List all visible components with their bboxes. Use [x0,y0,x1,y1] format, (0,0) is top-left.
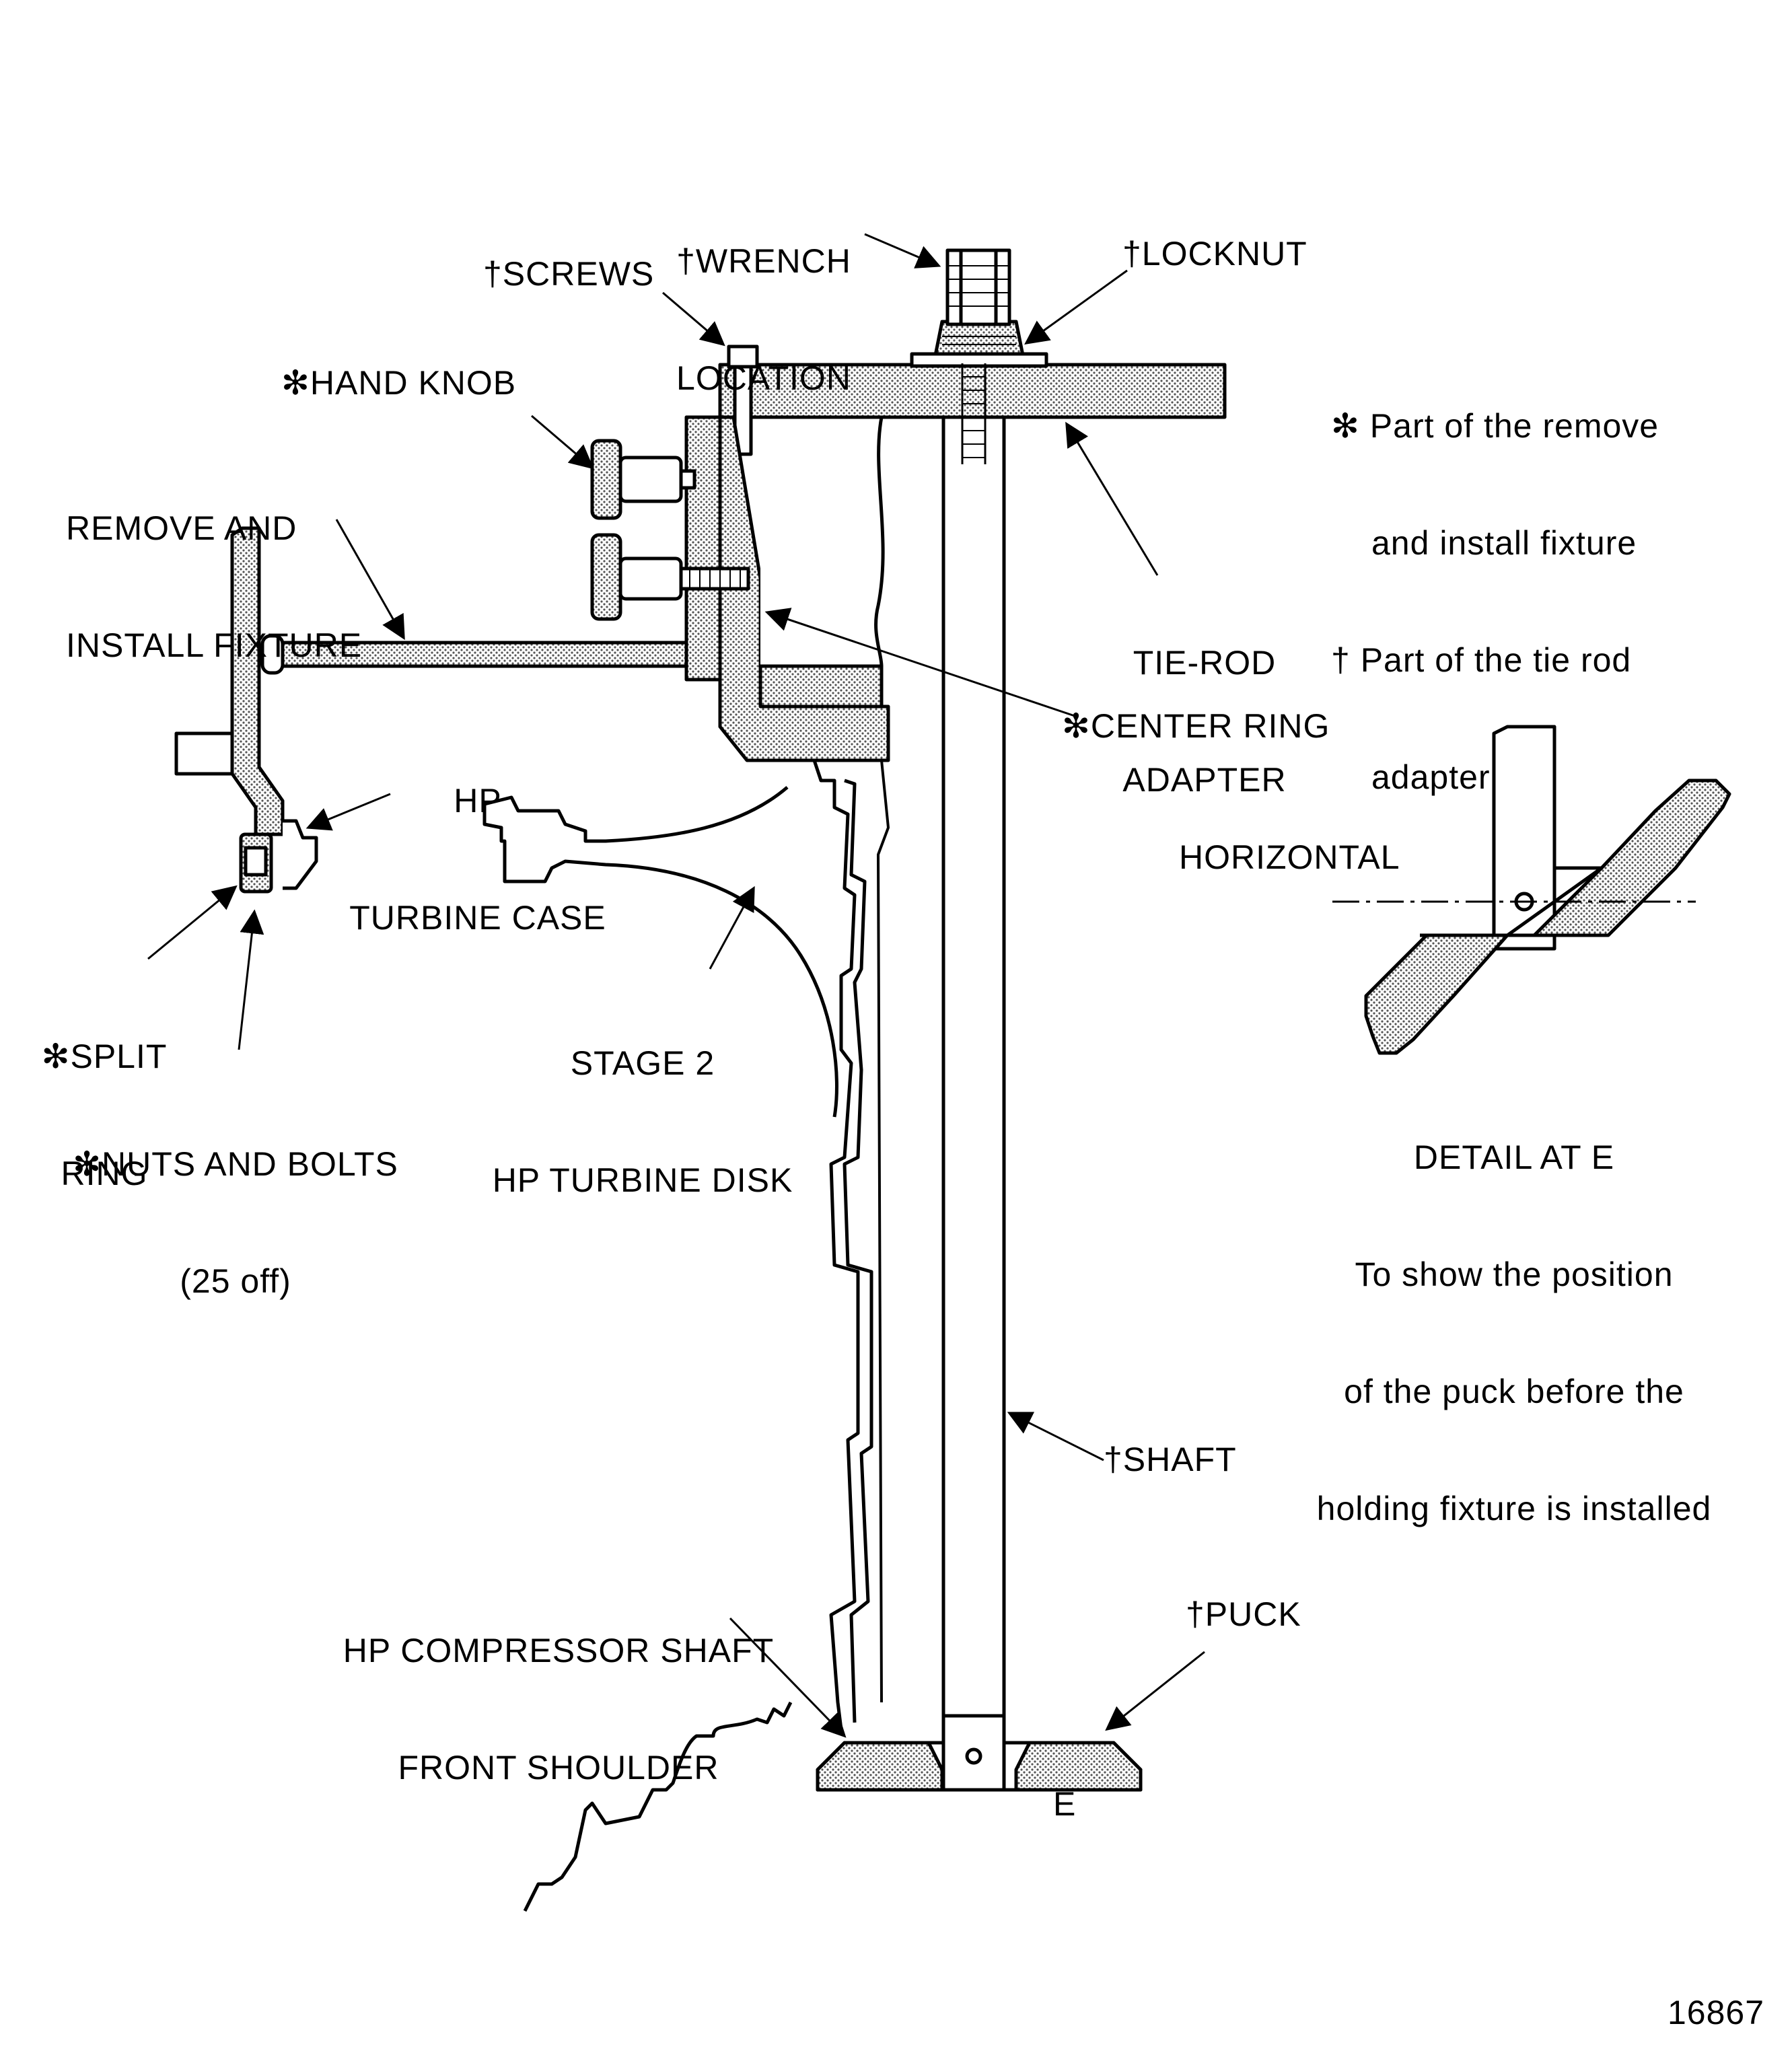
hp-turbine-case-label: HP TURBINE CASE [336,703,619,976]
tie-rod-adapter-label-line2: ADAPTER [1122,761,1287,799]
detail-caption-line1: To show the position [1355,1256,1674,1293]
center-ring [684,415,890,762]
legend-line3: † Part of the tie rod [1331,641,1632,679]
hp-compressor-shoulder-label-line2: FRONT SHOULDER [398,1749,719,1786]
detail-title: DETAIL AT E [1413,1138,1615,1176]
split-ring-label: ✻SPLIT RING [20,959,188,1232]
detail-caption-line2: of the puck before the [1344,1373,1684,1410]
wrench-location-label: †WRENCH LOCATION [663,164,865,437]
e-marker: E [1053,1785,1077,1823]
locknut [910,320,1048,368]
remove-install-fixture-label-line1: REMOVE AND [66,509,297,547]
nuts-and-bolts-label-line1: ✻NUTS AND BOLTS [73,1145,398,1183]
shaft [941,363,1006,1772]
legend-line1: ✻ Part of the remove [1331,407,1659,445]
detail-at-e-drawing [1332,725,1731,1055]
remove-install-fixture-label: REMOVE AND INSTALL FIXTURE [66,431,362,704]
stage2-disk-label-line1: STAGE 2 [570,1044,715,1082]
tie-rod-adapter-label-line1: TIE-ROD [1133,644,1277,682]
wrench-location-label-line1: †WRENCH [676,242,851,280]
shaft-label: †SHAFT [1104,1441,1237,1478]
hand-knob-label: ✻HAND KNOB [281,364,517,402]
remove-install-fixture [174,526,688,836]
split-ring-nuts-bolts [239,832,273,894]
legend-line2: and install fixture [1371,524,1637,562]
remove-install-fixture-label-line2: INSTALL FIXTURE [66,626,363,664]
hp-compressor-shoulder-label-line1: HP COMPRESSOR SHAFT [343,1632,775,1669]
puck-label: †PUCK [1186,1595,1301,1633]
wrench-location [945,248,1011,326]
split-ring-label-line1: ✻SPLIT [41,1038,168,1075]
center-ring-label: ✻CENTER RING [1062,707,1330,745]
locknut-label: †LOCKNUT [1122,235,1307,273]
stage2-disk-label: STAGE 2 HP TURBINE DISK [471,966,814,1239]
hand-knob [590,439,750,621]
puck [816,1714,1143,1792]
detail-caption: DETAIL AT E To show the position of the … [1258,1060,1770,1567]
leader-lines [147,233,1205,1738]
wrench-location-label-line2: LOCATION [676,359,851,397]
screws-label: †SCREWS [483,255,655,293]
nuts-and-bolts-label: ✻NUTS AND BOLTS (25 off) [40,1066,431,1340]
hp-turbine-case [283,819,318,890]
hp-turbine-case-label-line2: TURBINE CASE [349,899,606,937]
hp-compressor-shaft [523,760,890,1912]
legend-line4: adapter [1371,758,1491,796]
horizontal-label: HORIZONTAL [1179,838,1400,876]
hp-compressor-shoulder-label: HP COMPRESSOR SHAFT FRONT SHOULDER [323,1553,794,1826]
detail-caption-line3: holding fixture is installed [1316,1490,1712,1527]
stage2-disk-label-line2: HP TURBINE DISK [492,1161,793,1199]
stage2-hp-turbine-disk [482,786,838,1118]
figure-number: 16867 [1668,1994,1765,2031]
hp-turbine-case-label-line1: HP [454,782,502,820]
tie-rod-adapter-label: TIE-ROD ADAPTER [1104,565,1305,838]
split-ring-label-line2: RING [61,1155,148,1192]
legend: ✻ Part of the remove and install fixture… [1331,328,1659,836]
nuts-and-bolts-label-line2: (25 off) [180,1262,291,1300]
